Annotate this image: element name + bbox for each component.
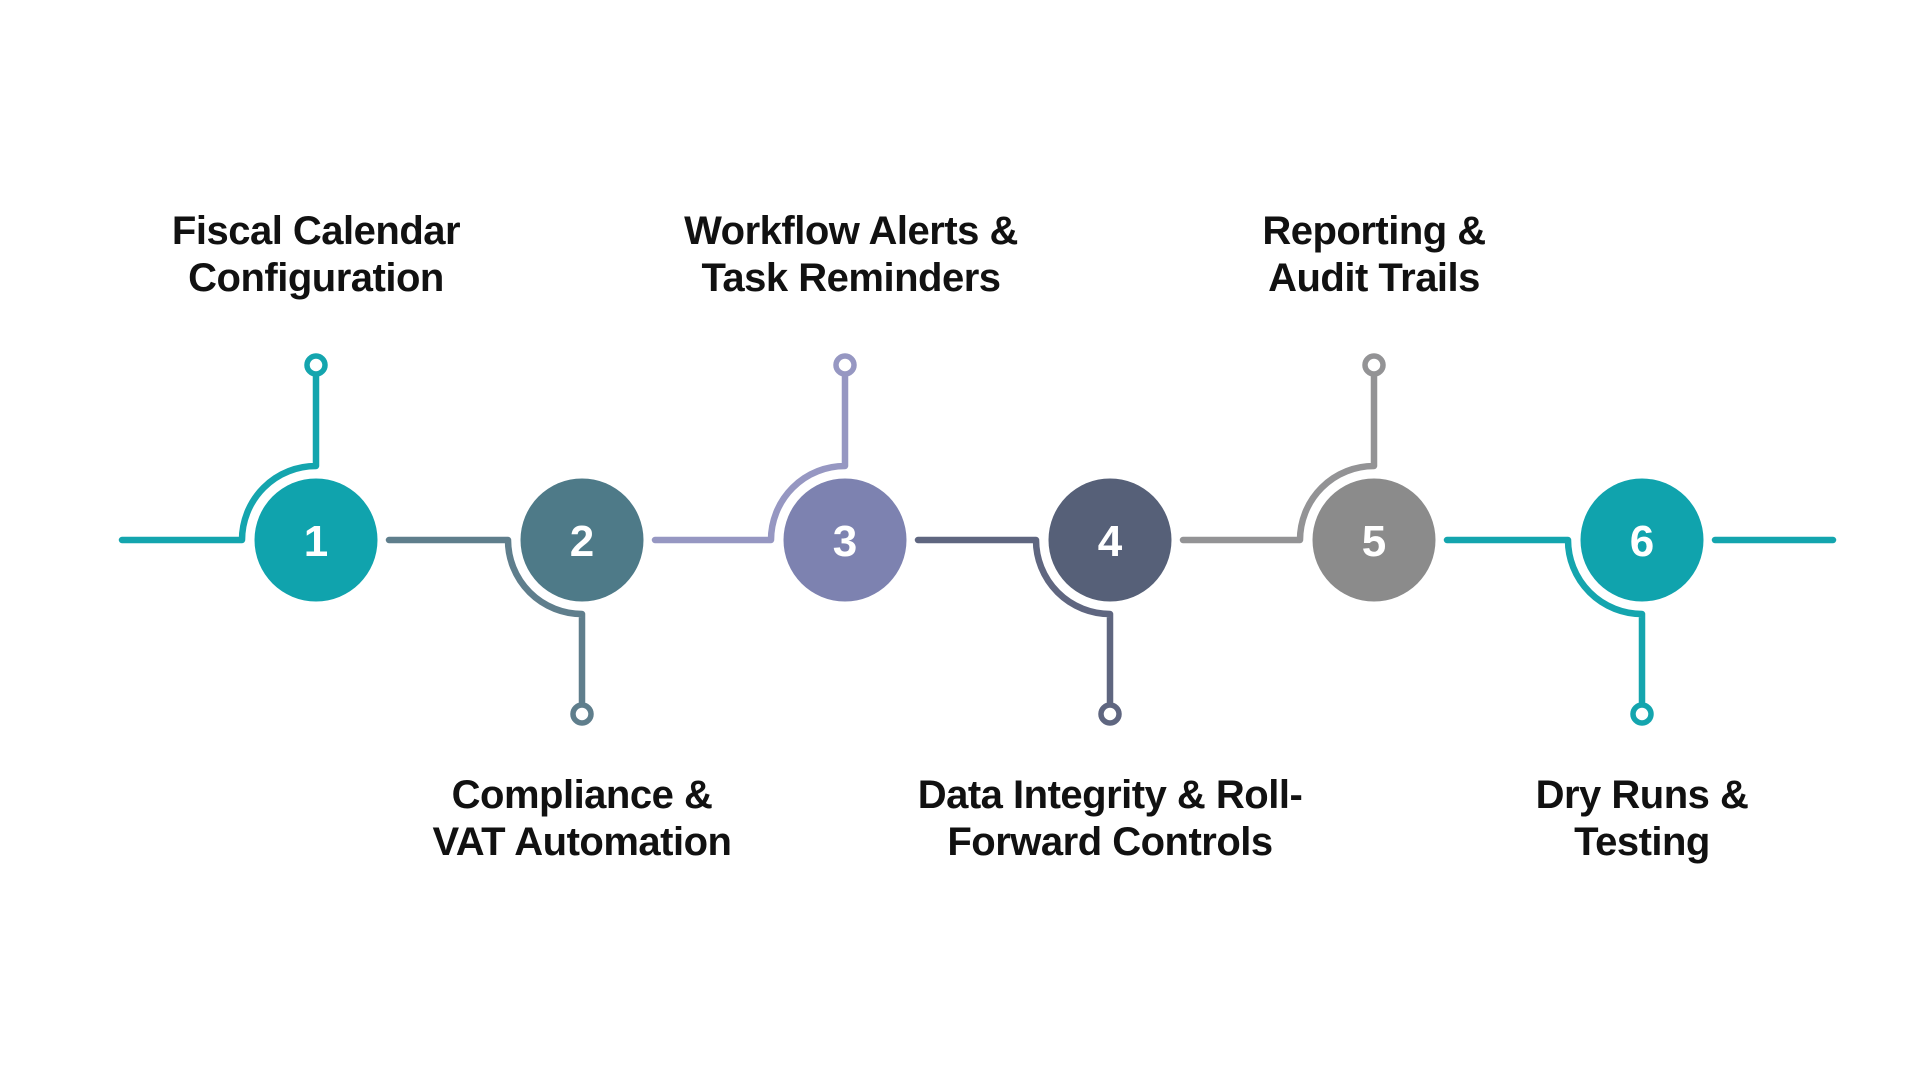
step-label-5: Reporting & Audit Trails bbox=[1262, 209, 1486, 300]
connector-path-3 bbox=[651, 370, 849, 544]
step-label-4: Data Integrity & Roll- Forward Controls bbox=[917, 773, 1303, 864]
connector-path-6 bbox=[1443, 536, 1646, 709]
connector-path-4 bbox=[914, 536, 1114, 709]
step-circle-4 bbox=[1048, 478, 1172, 602]
step-group-3: 3 bbox=[651, 353, 907, 602]
step-circle-1 bbox=[254, 478, 378, 602]
step-number-1: 1 bbox=[304, 517, 328, 566]
step-label-1: Fiscal Calendar Configuration bbox=[171, 209, 461, 300]
step-label-6: Dry Runs & Testing bbox=[1535, 773, 1749, 864]
connector-path-1 bbox=[118, 370, 320, 544]
step-label-2: Compliance & VAT Automation bbox=[432, 773, 732, 864]
marker-ring-icon-3 bbox=[833, 353, 857, 377]
step-number-4: 4 bbox=[1098, 517, 1123, 566]
step-group-4: 4 bbox=[914, 478, 1172, 726]
connector-path-2 bbox=[385, 536, 586, 709]
step-circle-5 bbox=[1312, 478, 1436, 602]
marker-ring-icon-1 bbox=[304, 353, 328, 377]
marker-ring-icon-5 bbox=[1362, 353, 1386, 377]
step-group-2: 2 bbox=[385, 478, 644, 726]
step-number-6: 6 bbox=[1630, 517, 1654, 566]
step-circle-3 bbox=[783, 478, 907, 602]
step-circle-6 bbox=[1580, 478, 1704, 602]
marker-ring-icon-4 bbox=[1098, 702, 1122, 726]
marker-ring-icon-2 bbox=[570, 702, 594, 726]
step-circle-2 bbox=[520, 478, 644, 602]
step-number-5: 5 bbox=[1362, 517, 1386, 566]
step-group-1: 1 bbox=[118, 353, 378, 602]
step-group-6: 6 bbox=[1443, 478, 1704, 726]
step-number-3: 3 bbox=[833, 517, 857, 566]
step-label-3: Workflow Alerts & Task Reminders bbox=[684, 209, 1018, 300]
step-group-5: 5 bbox=[1179, 353, 1436, 602]
marker-ring-icon-6 bbox=[1630, 702, 1654, 726]
connector-path-5 bbox=[1179, 370, 1378, 544]
step-number-2: 2 bbox=[570, 517, 594, 566]
